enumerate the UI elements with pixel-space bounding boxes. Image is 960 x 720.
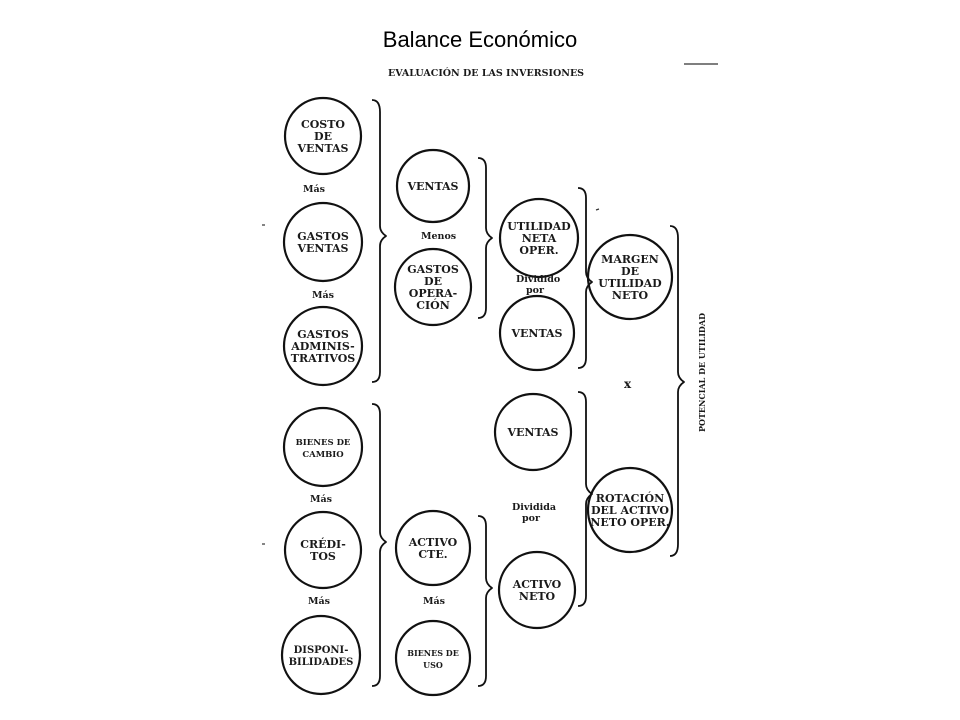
connector-dividida: Dividida por [512,502,559,524]
brace-expenses [371,99,387,383]
circle-disponibilidades: DISPONI-BILIDADES [280,614,362,696]
circle-label-line: GASTOS [297,328,349,341]
circle-label-line: NETO OPER. [590,516,669,529]
circle-label-line: NETO [612,289,649,302]
circle-label-line: VENTAS [506,426,558,439]
circle-label-line: OPERA- [409,287,457,300]
circle-creditos: CRÉDI-TOS [283,510,363,590]
svg-text:VENTAS: VENTAS [506,426,558,439]
connector-mas-4: Más [308,596,330,607]
circle-ventas-2: VENTAS [498,294,576,372]
brace-net-assets [477,515,493,687]
svg-text:DISPONI-BILIDADES: DISPONI-BILIDADES [289,645,354,668]
circle-label-line: CIÓN [416,298,450,312]
circle-label-line: CTE. [418,548,447,561]
vertical-label-potencial-de-utilidad: POTENCIAL DE UTILIDAD [697,313,707,432]
circle-label-line: GASTOS [407,263,459,276]
svg-text:VENTAS: VENTAS [510,327,562,340]
circle-label-line: DISPONI- [294,645,349,656]
circle-label-line: VENTAS [296,242,348,255]
circle-label-line: DE [621,265,639,278]
circle-label-line: BILIDADES [289,657,354,668]
circle-bienes-de-cambio: BIENES DE CAMBIO [282,406,364,488]
brace-profit-margin [577,187,593,369]
connector-menos: Menos [421,231,456,242]
circle-label-line: BIENES DE [407,648,459,658]
circle-ventas-3: VENTAS [493,392,573,472]
circle-label-line: GASTOS [297,230,349,243]
scan-speck [595,208,600,211]
circle-label-line: MARGEN [601,253,659,266]
circle-label-line: DEL ACTIVO [591,504,669,517]
circle-label-line: NETA [522,232,557,245]
svg-text:CRÉDI-TOS: CRÉDI-TOS [300,537,346,563]
circle-label-line: OPER. [519,244,558,257]
circle-label-line: ACTIVO [512,578,562,591]
circle-label-line: DE [314,130,332,143]
circle-label-line: VENTAS [510,327,562,340]
connector-mas-3: Más [310,494,332,505]
multiply-sign: x [624,377,632,391]
slide-title: Balance Económico [382,27,578,52]
connector-mas-1: Más [303,184,325,195]
circle-ventas-1: VENTAS [395,148,471,224]
svg-text:VENTAS: VENTAS [406,180,458,193]
circle-label-line: USO [423,660,443,670]
circle-label-line: DE [424,275,442,288]
circle-label-line: ROTACIÓN [596,491,664,505]
circle-label-line: CRÉDI- [300,537,346,551]
circle-label-line: UTILIDAD [598,277,662,290]
circle-label-line: ACTIVO [408,536,458,549]
circle-label-line: BIENES DE [296,438,351,448]
circle-label-line: COSTO [301,118,345,131]
circle-label-line: VENTAS [296,142,348,155]
circle-label-line: TOS [310,550,336,563]
circle-label-line: ADMINIS- [290,340,355,353]
diagram-heading: EVALUACIÓN DE LAS INVERSIONES [388,67,584,79]
circle-label-line: TRATIVOS [291,352,356,365]
brace-operating-profit [477,157,493,319]
brace-current-assets [371,403,387,687]
circle-label-line: NETO [519,590,556,603]
connector-mas-5: Más [423,596,445,607]
circle-label-line: UTILIDAD [507,220,571,233]
connector-dividido: Dividido por [516,274,564,296]
circle-label-line: CAMBIO [302,450,344,460]
brace-profit-potential [669,225,685,557]
circle-label-line: VENTAS [406,180,458,193]
connector-mas-2: Más [312,290,334,301]
circle-bienes-de-uso: BIENES DE USO [394,619,472,697]
